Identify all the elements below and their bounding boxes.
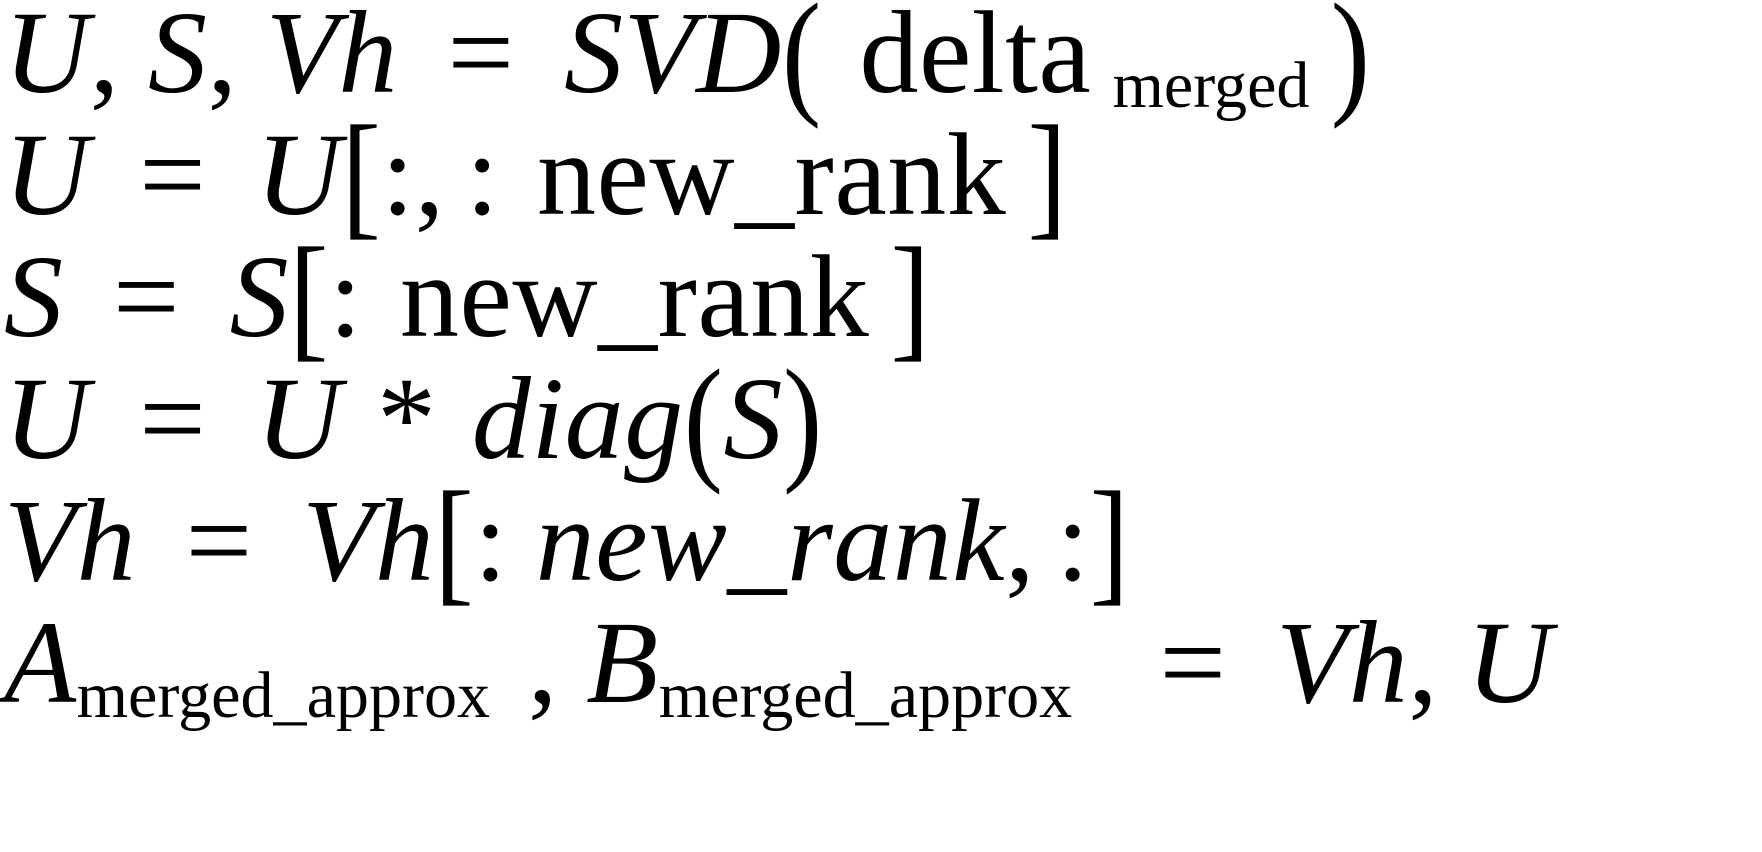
variable-u: U <box>4 0 90 118</box>
comma: , <box>527 597 558 728</box>
open-bracket: [ <box>434 463 475 618</box>
colon: : <box>465 109 500 240</box>
colon: : <box>474 475 508 606</box>
function-svd: SVD <box>564 0 782 118</box>
open-paren: ( <box>683 341 724 496</box>
equals-sign: = <box>139 109 207 240</box>
colon: : <box>328 231 363 362</box>
variable-vh: Vh <box>1276 597 1409 728</box>
equals-sign: = <box>139 353 207 484</box>
colon: : <box>1056 475 1090 606</box>
open-paren: ( <box>781 0 822 130</box>
equals-sign: = <box>185 475 253 606</box>
comma: , <box>414 109 445 240</box>
argument-delta: delta <box>859 0 1092 118</box>
equation-line-6: Amerged_approx,Bmerged_approx=Vh,U <box>4 604 1552 729</box>
variable-vh-lhs: Vh <box>4 475 137 606</box>
close-bracket: ] <box>1089 463 1130 618</box>
equals-sign: = <box>447 0 515 118</box>
function-diag: diag <box>471 353 684 484</box>
variable-s-lhs: S <box>4 231 64 362</box>
index-new-rank: new_rank <box>400 231 870 362</box>
variable-u-lhs: U <box>4 353 90 484</box>
comma: , <box>1408 597 1439 728</box>
variable-u: U <box>1466 597 1553 728</box>
index-new-rank: new_rank <box>535 475 1006 606</box>
argument-s: S <box>723 353 783 484</box>
variable-a: A <box>4 597 77 728</box>
index-new-rank: new_rank <box>536 109 1007 240</box>
subscript-merged-approx: merged_approx <box>76 658 491 732</box>
comma: , <box>207 0 238 118</box>
variable-u-rhs: U <box>255 109 342 240</box>
equals-sign: = <box>113 231 181 362</box>
equation-line-4: U=U*diag(S) <box>4 349 823 488</box>
variable-b: B <box>586 597 659 728</box>
open-bracket: [ <box>289 219 329 374</box>
equals-sign: = <box>1159 597 1227 728</box>
equation-line-2: U=U[:,:new_rank] <box>4 105 1067 244</box>
equation-line-5: Vh=Vh[:new_rank,:] <box>4 471 1129 610</box>
open-bracket: [ <box>341 97 382 252</box>
close-paren: ) <box>782 341 823 496</box>
variable-u-rhs: U <box>255 353 342 484</box>
comma: , <box>1005 475 1036 606</box>
comma: , <box>89 0 120 118</box>
subscript-merged: merged <box>1112 48 1310 122</box>
variable-s-rhs: S <box>229 231 290 362</box>
subscript-merged-approx: merged_approx <box>658 658 1073 732</box>
variable-s: S <box>148 0 208 118</box>
close-paren: ) <box>1330 0 1371 130</box>
equation-line-3: S=S[:new_rank] <box>4 227 930 366</box>
colon: : <box>381 109 415 240</box>
close-bracket: ] <box>890 219 931 374</box>
variable-vh-rhs: Vh <box>302 475 435 606</box>
variable-u-lhs: U <box>4 109 90 240</box>
multiplication-operator: * <box>376 353 437 484</box>
close-bracket: ] <box>1027 97 1068 252</box>
variable-vh: Vh <box>265 0 398 118</box>
